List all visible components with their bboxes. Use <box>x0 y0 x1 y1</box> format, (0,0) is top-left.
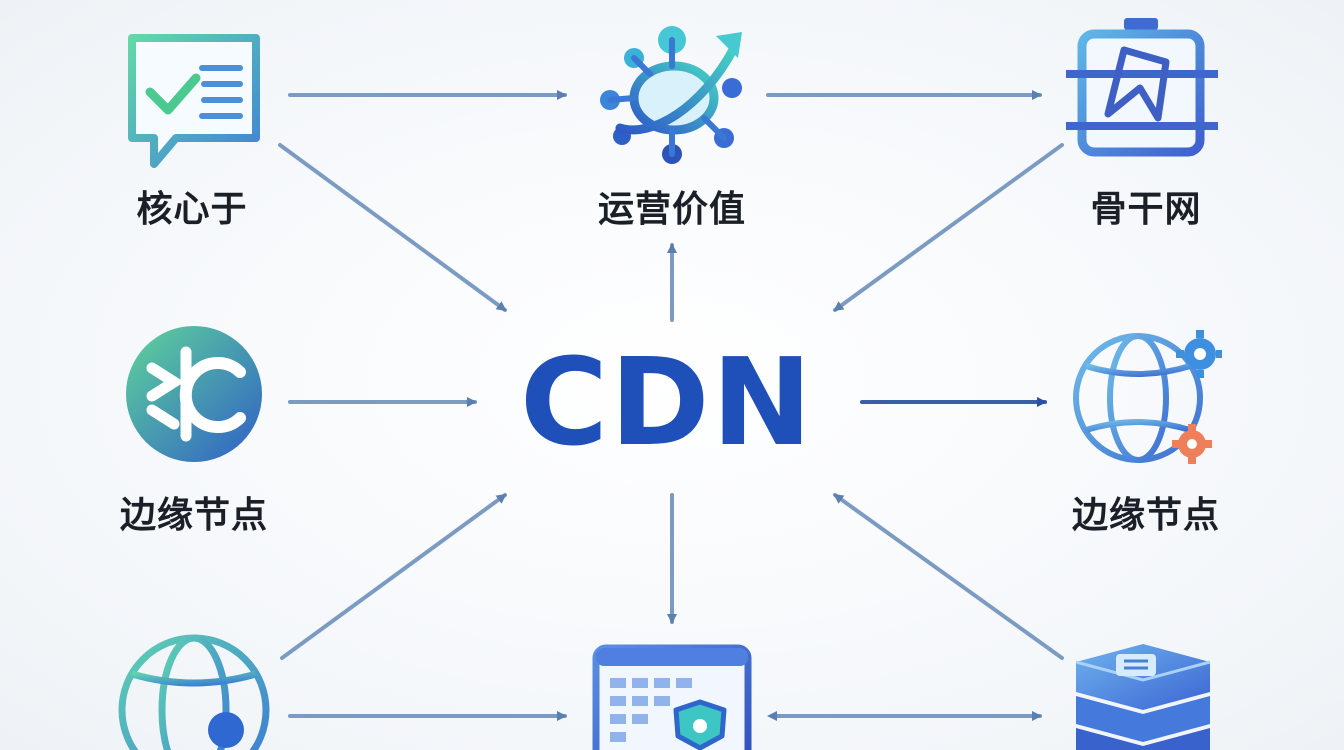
dashboard-shield-icon <box>592 644 752 750</box>
server-stack-icon <box>1075 644 1211 750</box>
arrow-bottomleft-to-cdn <box>280 493 507 660</box>
globe-user-icon <box>118 634 270 750</box>
node-label-ops-value: 运营价值 <box>597 189 747 230</box>
node-label-backbone: 骨干网 <box>1090 189 1202 230</box>
cdn-title: CDN <box>519 334 815 473</box>
globe-gear-icon <box>1073 330 1222 464</box>
backbone-frame-icon <box>1066 18 1218 157</box>
node-label-core: 核心于 <box>136 189 248 230</box>
edge-node-logo-icon <box>126 326 262 462</box>
checklist-chat-icon <box>128 34 260 168</box>
node-label-edge-right: 边缘节点 <box>1071 495 1221 536</box>
network-growth-icon <box>600 26 742 164</box>
arrow-bottomright-to-cdn <box>833 493 1064 660</box>
arrow-topleft-to-cdn <box>278 143 507 312</box>
node-label-edge-left: 边缘节点 <box>119 495 269 536</box>
arrow-topright-to-cdn <box>833 143 1064 312</box>
